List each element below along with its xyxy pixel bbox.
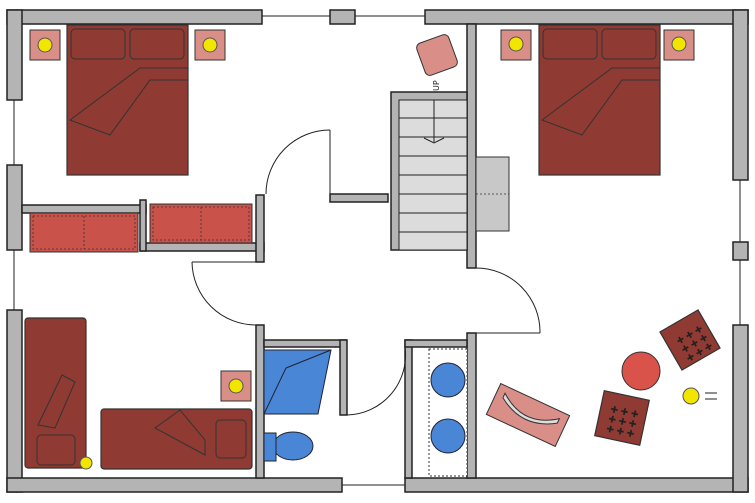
lamp-icon [228,378,244,394]
bathroom-right [428,348,468,477]
window-top [329,9,356,25]
sink [430,362,466,398]
bathroom-left [263,349,332,462]
window-right [732,241,749,261]
stairs: UP [390,80,468,251]
bed-top-right [538,24,661,176]
doors [191,129,541,416]
lamp-icon [79,456,93,470]
bed-bottom-left-1 [24,317,87,469]
armchair-1: + + ++ + ++ + + [659,309,721,371]
bed-bottom-left-2 [100,408,253,470]
nightstand-right-2 [663,29,695,61]
hallway-chair [416,34,458,76]
sink [430,418,466,454]
lamp-icon [508,36,524,52]
nightstand-right-1 [500,29,532,61]
cabinet-by-stairs [475,156,510,232]
lamp-icon [682,387,700,405]
exterior-walls [6,9,749,493]
shower [263,349,332,415]
nightstand-bottom-left [220,370,252,402]
tv-console [485,382,571,448]
bed-top-left [66,24,189,176]
closet-left [29,203,253,253]
stairs-up-label: UP [432,80,441,91]
lamp-icon [37,37,53,53]
nightstand-left-2 [194,29,226,61]
windows [13,9,749,486]
round-table [621,351,661,391]
armchair-2: + + ++ + ++ + + [594,390,650,446]
floor-lamp [682,387,717,405]
nightstand-left-1 [29,29,61,61]
toilet [272,431,314,461]
lamp-icon [202,37,218,53]
lamp-icon [671,36,687,52]
